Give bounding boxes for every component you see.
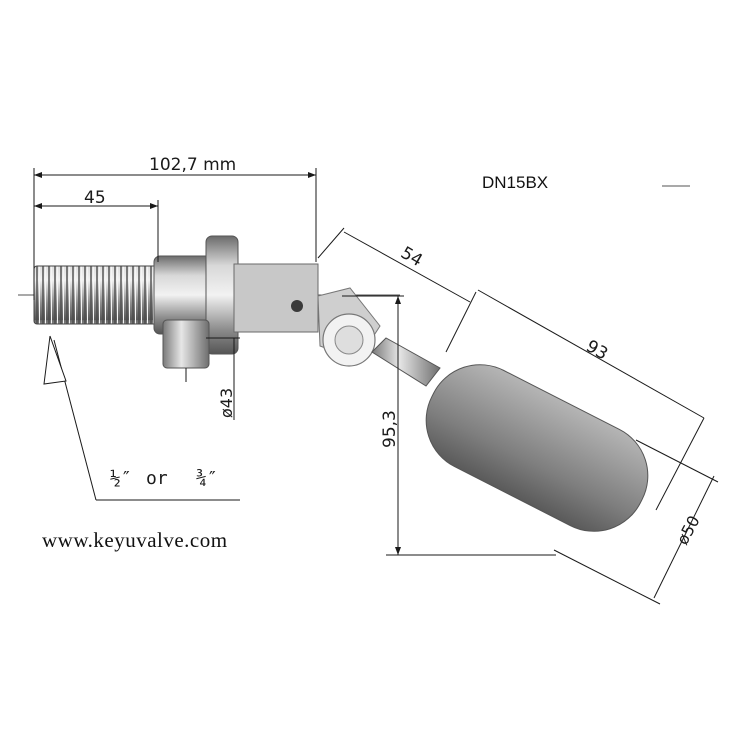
overall-length-label: 102,7 mm bbox=[149, 155, 236, 175]
pivot-joint bbox=[317, 287, 381, 367]
thread-size-or: or bbox=[146, 468, 168, 489]
thread-length-dimension bbox=[34, 200, 159, 262]
float-arm bbox=[371, 337, 441, 387]
float-diameter-dimension bbox=[553, 439, 719, 605]
float-drop-dimension bbox=[342, 295, 556, 556]
valve-body bbox=[153, 235, 319, 369]
website-url: www.keyuvalve.com bbox=[42, 528, 228, 552]
float-diameter-label: ø50 bbox=[673, 512, 704, 548]
overall-length-dimension bbox=[33, 168, 317, 300]
thread-length-label: 45 bbox=[84, 188, 106, 208]
thread-callout bbox=[43, 335, 240, 501]
float-drop-label: 95,3 bbox=[380, 410, 400, 448]
threaded-inlet bbox=[33, 265, 159, 325]
body-diameter-dimension bbox=[185, 337, 240, 420]
arm-length-dimension bbox=[317, 227, 477, 353]
thread-size-half: ½″ bbox=[110, 468, 132, 489]
model-label: DN15BX bbox=[482, 173, 548, 192]
arm-length-label: 54 bbox=[397, 243, 426, 271]
body-diameter-label: ø43 bbox=[217, 388, 236, 418]
float-length-dimension bbox=[477, 289, 705, 511]
float-length-label: 93 bbox=[582, 336, 611, 364]
float-ball bbox=[425, 364, 649, 532]
thread-size-three-quarter: ¾″ bbox=[196, 468, 218, 489]
